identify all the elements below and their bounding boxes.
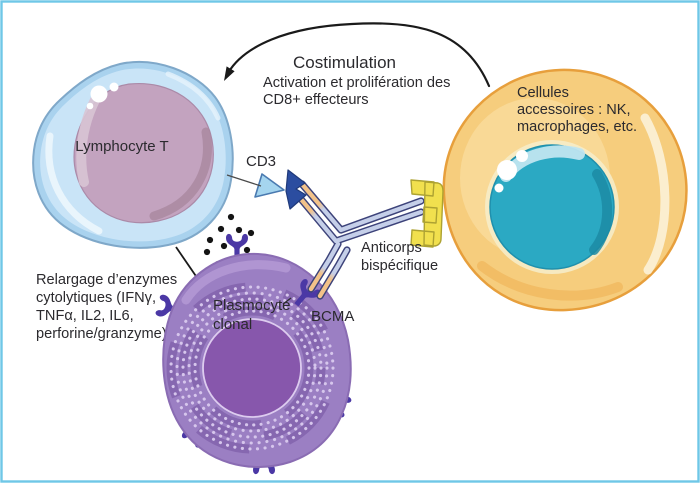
- accessory-shade-bottom: [477, 261, 623, 301]
- lymphocyte-label: Lymphocyte T: [75, 138, 168, 155]
- accessory-bubble-large: [497, 160, 517, 180]
- costimulation-title: Costimulation: [293, 53, 396, 72]
- lymphocyte-bubble-large: [90, 85, 108, 103]
- lymphocyte-t-cell: Lymphocyte T: [32, 60, 234, 249]
- accessory-label-line1: Cellules: [517, 85, 569, 101]
- plasmocyte-label-pointer: [282, 297, 292, 305]
- plasmocyte-er: [166, 282, 338, 454]
- antibody-bottom-rod1: [308, 241, 341, 292]
- lymphocyte-highlight-lower: [45, 132, 103, 235]
- accessory-binding-clamp: [410, 179, 444, 248]
- release-label-line3: TNFα, IL2, IL6,: [36, 308, 134, 324]
- accessory-bubble-small: [494, 183, 504, 193]
- antibody-lower-rod: [292, 189, 424, 244]
- antibody-label-line2: bispécifique: [361, 258, 438, 274]
- accessory-nucleus: [489, 144, 615, 270]
- antibody-labels: CD3 Anticorps bispécifique BCMA: [226, 153, 438, 325]
- accessory-nucleus-shade: [589, 169, 613, 255]
- accessory-label-line2: accessoires : NK,: [517, 102, 631, 118]
- plasmocyte-label-line2: clonal: [213, 316, 252, 333]
- costimulation-subtitle-line1: Activation et prolifération des: [263, 75, 450, 91]
- costimulation-arrowhead: [224, 66, 235, 81]
- costimulation-arc: [226, 22, 491, 88]
- lymphocyte-bubble-small: [86, 102, 94, 110]
- cd3-label: CD3: [246, 153, 276, 170]
- lymphocyte-bubble-medium: [109, 82, 119, 92]
- bcma-label: BCMA: [311, 308, 354, 325]
- release-label-line2: cytolytiques (IFNγ,: [36, 290, 156, 306]
- bispecific-antibody: [254, 169, 444, 300]
- plasmocyte-nucleus: [202, 318, 302, 418]
- release-caption: Relargage d’enzymes cytolytiques (IFNγ, …: [36, 272, 177, 342]
- lymphocyte-highlight-upper: [165, 71, 221, 121]
- release-label-line4: perforine/granzyme): [36, 326, 167, 342]
- costimulation-annotation: Costimulation Activation et prolifératio…: [224, 22, 491, 108]
- accessory-bubble-medium: [516, 150, 528, 162]
- antibody-label-line1: Anticorps: [361, 240, 422, 256]
- release-label-line1: Relargage d’enzymes: [36, 272, 177, 288]
- cd3-pointer-line: [226, 174, 262, 187]
- plasmocyte-label-line1: Plasmocyte: [213, 297, 291, 314]
- plasmocyte-top-highlight: [181, 260, 291, 305]
- plasmocyte-cell: Plasmocyte clonal: [154, 233, 353, 475]
- accessory-cell: Cellules accessoires : NK, macrophages, …: [442, 68, 688, 312]
- accessory-highlight-right: [640, 113, 670, 275]
- lymphocyte-nucleus: [73, 82, 214, 224]
- anti-cd3-binding-head: [285, 169, 307, 210]
- costimulation-subtitle-line2: CD8+ effecteurs: [263, 92, 369, 108]
- antibody-bottom-rod2: [317, 247, 350, 299]
- accessory-label-line3: macrophages, etc.: [517, 119, 637, 135]
- lymphocyte-nucleus-shade: [149, 127, 212, 221]
- antibody-upper-rod: [299, 181, 424, 233]
